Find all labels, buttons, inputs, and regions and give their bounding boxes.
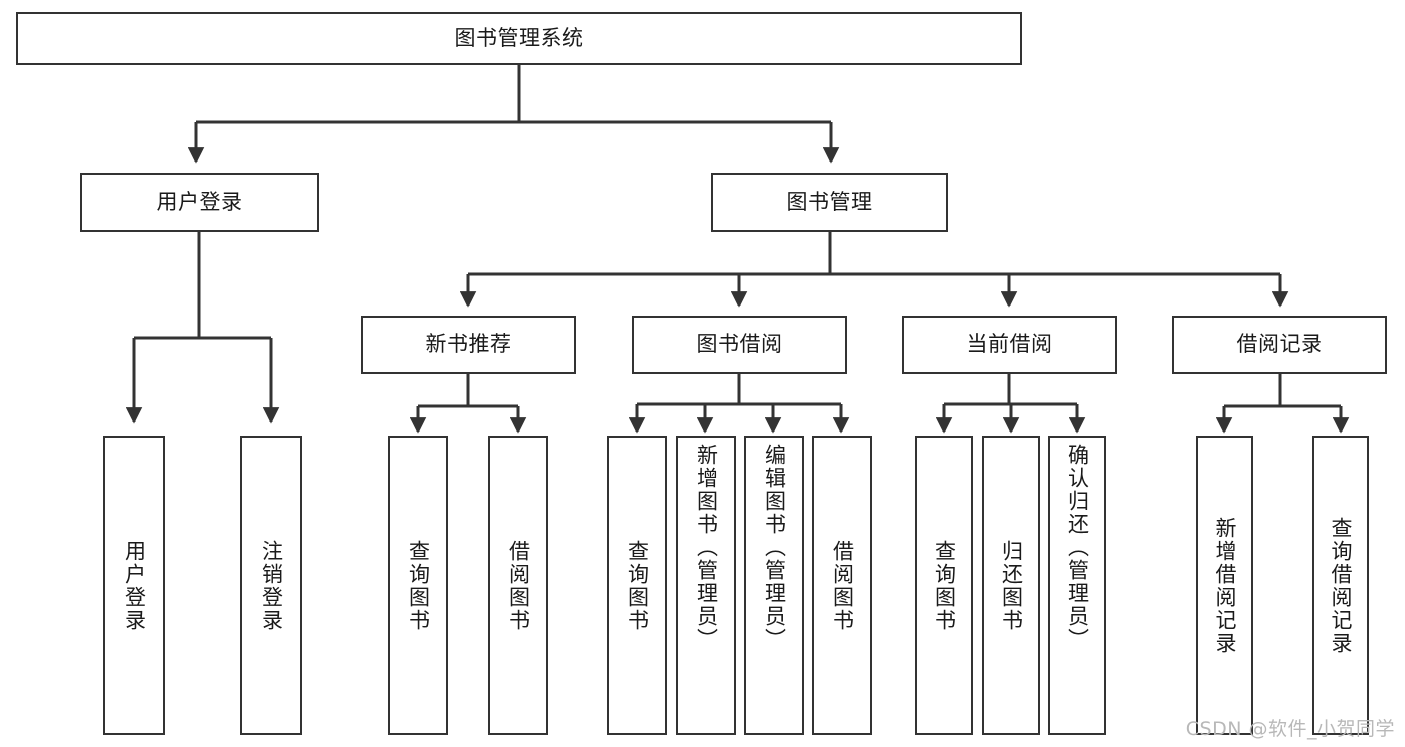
node-leaf-borrow-book-2-label: 借阅图书 bbox=[830, 539, 855, 632]
node-leaf-borrow-book-2[interactable]: 借阅图书 bbox=[812, 436, 872, 735]
node-leaf-borrow-book-1[interactable]: 借阅图书 bbox=[488, 436, 548, 735]
node-leaf-query-book-2-label: 查询图书 bbox=[625, 539, 650, 632]
node-leaf-edit-book-label: 编辑图书（管理员） bbox=[762, 444, 787, 651]
node-leaf-query-book-1-label: 查询图书 bbox=[406, 539, 431, 632]
node-borrow-record-label: 借阅记录 bbox=[1236, 332, 1323, 357]
node-leaf-add-borrow-record-label: 新增借阅记录 bbox=[1213, 516, 1237, 655]
node-user-login-label: 用户登录 bbox=[156, 189, 243, 214]
node-book-manage-label: 图书管理 bbox=[786, 189, 873, 214]
node-leaf-query-book-2[interactable]: 查询图书 bbox=[607, 436, 667, 735]
node-new-book-recommend[interactable]: 新书推荐 bbox=[361, 316, 576, 374]
node-current-borrow[interactable]: 当前借阅 bbox=[902, 316, 1117, 374]
node-new-book-recommend-label: 新书推荐 bbox=[425, 332, 512, 357]
node-leaf-user-login[interactable]: 用户登录 bbox=[103, 436, 165, 735]
node-leaf-confirm-return[interactable]: 确认归还（管理员） bbox=[1048, 436, 1106, 735]
node-leaf-logout-label: 注销登录 bbox=[259, 539, 284, 632]
node-book-borrow[interactable]: 图书借阅 bbox=[632, 316, 847, 374]
node-leaf-borrow-book-1-label: 借阅图书 bbox=[506, 539, 531, 632]
node-leaf-return-book-label: 归还图书 bbox=[999, 539, 1024, 632]
node-leaf-query-book-1[interactable]: 查询图书 bbox=[388, 436, 448, 735]
node-leaf-query-borrow-record-label: 查询借阅记录 bbox=[1329, 516, 1353, 655]
node-leaf-return-book[interactable]: 归还图书 bbox=[982, 436, 1040, 735]
node-book-borrow-label: 图书借阅 bbox=[696, 332, 783, 357]
node-leaf-query-borrow-record[interactable]: 查询借阅记录 bbox=[1312, 436, 1369, 735]
node-leaf-logout[interactable]: 注销登录 bbox=[240, 436, 302, 735]
node-user-login[interactable]: 用户登录 bbox=[80, 173, 319, 232]
node-leaf-query-book-3-label: 查询图书 bbox=[932, 539, 957, 632]
node-root-label: 图书管理系统 bbox=[454, 25, 584, 50]
node-borrow-record[interactable]: 借阅记录 bbox=[1172, 316, 1387, 374]
node-leaf-query-book-3[interactable]: 查询图书 bbox=[915, 436, 973, 735]
node-root[interactable]: 图书管理系统 bbox=[16, 12, 1022, 65]
node-leaf-confirm-return-label: 确认归还（管理员） bbox=[1065, 444, 1090, 651]
node-leaf-add-borrow-record[interactable]: 新增借阅记录 bbox=[1196, 436, 1253, 735]
node-leaf-add-book[interactable]: 新增图书（管理员） bbox=[676, 436, 736, 735]
node-leaf-add-book-label: 新增图书（管理员） bbox=[694, 444, 719, 651]
node-current-borrow-label: 当前借阅 bbox=[966, 332, 1053, 357]
node-leaf-edit-book[interactable]: 编辑图书（管理员） bbox=[744, 436, 804, 735]
node-leaf-user-login-label: 用户登录 bbox=[122, 539, 147, 632]
node-book-manage[interactable]: 图书管理 bbox=[711, 173, 948, 232]
